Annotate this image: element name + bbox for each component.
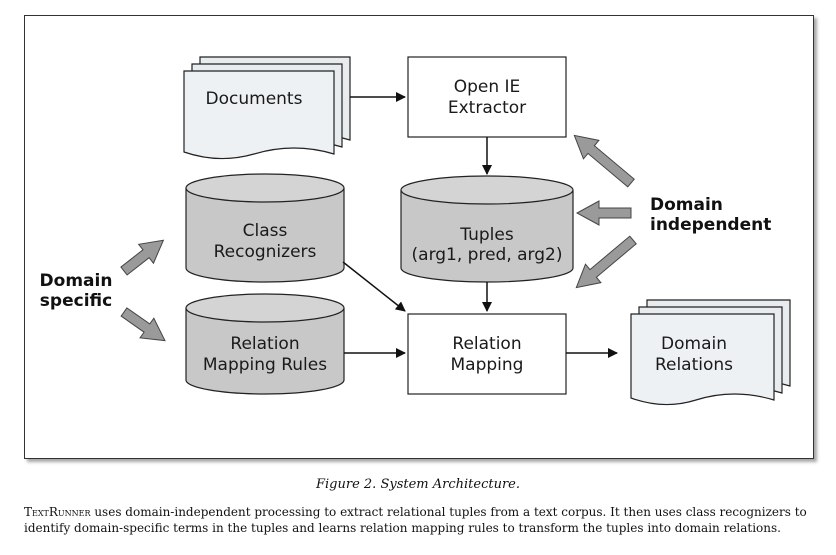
specific-to-recognizers-arrow (120, 239, 165, 276)
relation-mapping-label-line1: Relation (452, 334, 521, 354)
figure-description: TextRunner uses domain-independent proce… (24, 504, 824, 536)
domain-relations-label-line2: Relations (655, 355, 733, 375)
independent-to-mapping-arrow (575, 235, 637, 289)
product-name: TextRunner (24, 505, 91, 519)
extractor-label-line2: Extractor (448, 98, 526, 118)
documents-node: Documents (183, 56, 351, 160)
recognizers-to-mapping-arrow (342, 261, 406, 312)
class-recognizers-label-line2: Recognizers (214, 242, 317, 262)
domain-specific-label-line1: Domain (40, 271, 113, 291)
specific-to-rules-arrow (120, 307, 166, 342)
architecture-diagram: Documents Open IE Extractor Tuples (arg1… (40, 56, 791, 406)
class-recognizers-label-line1: Class (243, 221, 288, 241)
relation-mapping-rules-label-line2: Mapping Rules (203, 355, 327, 375)
flow-arrows (342, 92, 618, 358)
independent-to-extractor-arrow (573, 134, 635, 188)
extractor-label-line1: Open IE (454, 77, 521, 97)
documents-label: Documents (206, 89, 303, 109)
independent-to-tuples-arrow (575, 200, 632, 226)
block-arrows (120, 134, 637, 342)
relation-mapping-node: Relation Mapping (407, 313, 567, 395)
tuples-node: Tuples (arg1, pred, arg2) (400, 175, 574, 283)
relation-mapping-rules-node: Relation Mapping Rules (185, 293, 345, 395)
description-text: uses domain-independent processing to ex… (24, 505, 807, 535)
domain-independent-label-line2: independent (650, 215, 771, 235)
relation-mapping-label-line2: Mapping (451, 355, 524, 375)
relation-mapping-rules-label-line1: Relation (230, 334, 299, 354)
extractor-node: Open IE Extractor (407, 56, 567, 138)
domain-independent-label-line1: Domain (650, 195, 723, 215)
domain-relations-node: Domain Relations (630, 299, 791, 406)
figure-caption: Figure 2. System Architecture. (316, 477, 520, 492)
tuples-label: Tuples (459, 225, 514, 245)
domain-relations-label-line1: Domain (661, 334, 727, 354)
class-recognizers-node: Class Recognizers (185, 173, 345, 283)
domain-specific-label-line2: specific (40, 291, 112, 311)
tuples-sublabel: (arg1, pred, arg2) (412, 245, 563, 265)
